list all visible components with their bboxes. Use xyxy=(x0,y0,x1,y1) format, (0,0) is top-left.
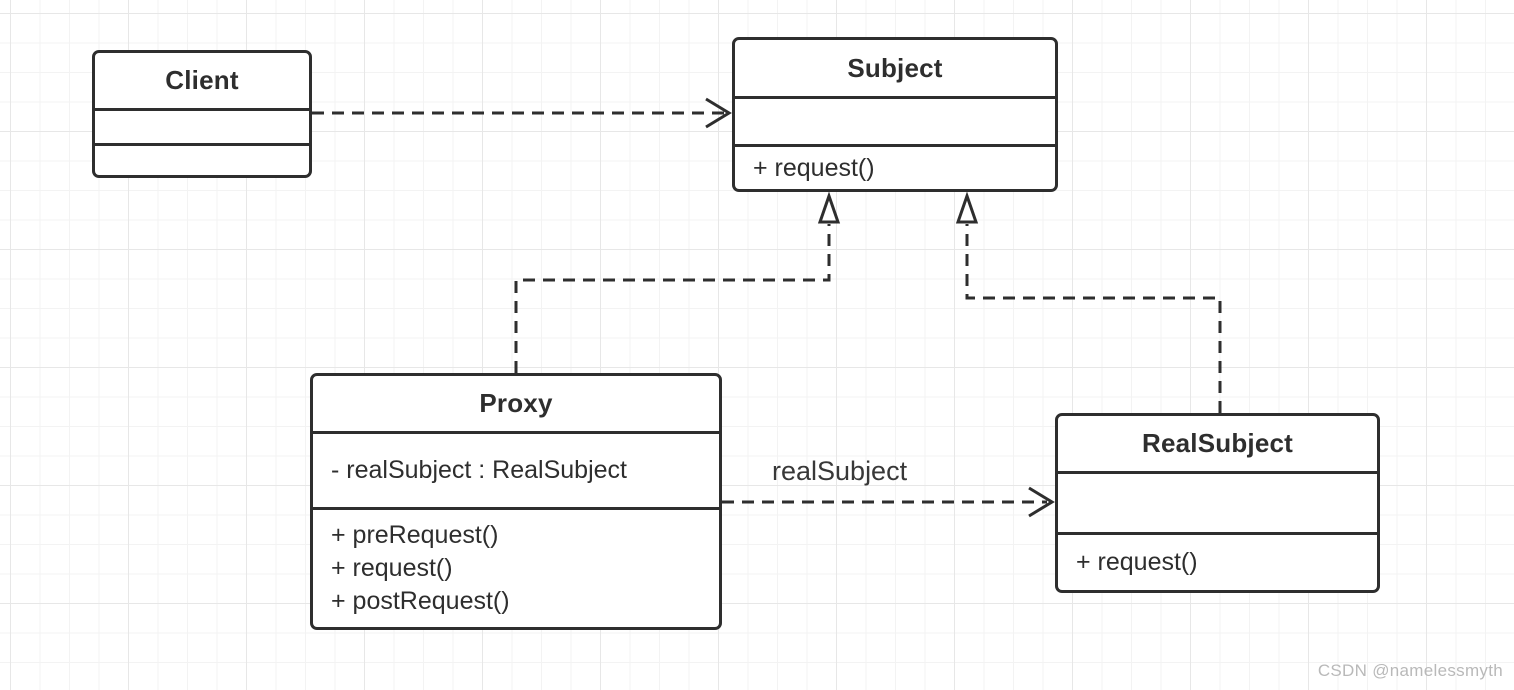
method-item: + request() xyxy=(1076,548,1198,576)
method-item: + request() xyxy=(331,554,453,582)
class-subject-methods: + request() xyxy=(735,144,1055,189)
method-item: + request() xyxy=(753,153,875,182)
dependency-arrowhead-icon xyxy=(1028,486,1055,518)
edge-label-realsubject: realSubject xyxy=(772,456,908,486)
class-client-name: Client xyxy=(165,65,239,95)
class-realsubject-methods: + request() xyxy=(1058,532,1377,590)
class-realsubject-attributes xyxy=(1058,471,1377,532)
class-proxy-methods: + preRequest() + request() + postRequest… xyxy=(313,507,719,627)
class-subject-name: Subject xyxy=(847,52,943,83)
class-subject-attributes xyxy=(735,96,1055,144)
class-proxy-name: Proxy xyxy=(479,388,553,418)
watermark: CSDN @namelessmyth xyxy=(1317,661,1503,680)
dependency-arrowhead-icon xyxy=(705,97,732,129)
class-client: Client xyxy=(92,50,312,178)
attribute-item: - realSubject : RealSubject xyxy=(331,456,627,484)
class-client-attributes xyxy=(95,108,309,143)
class-realsubject-name: RealSubject xyxy=(1141,428,1294,458)
class-client-methods xyxy=(95,143,309,175)
class-proxy-attributes: - realSubject : RealSubject xyxy=(313,431,719,507)
method-item: + preRequest() xyxy=(331,521,499,549)
edge-realsubject-to-subject xyxy=(965,224,1222,413)
edge-proxy-to-subject xyxy=(514,224,831,373)
class-realsubject: RealSubject + request() xyxy=(1055,413,1380,593)
realization-triangle-icon xyxy=(955,191,979,224)
class-proxy: Proxy - realSubject : RealSubject + preR… xyxy=(310,373,722,630)
method-item: + postRequest() xyxy=(331,587,510,615)
realization-triangle-icon xyxy=(817,191,841,224)
class-subject: Subject + request() xyxy=(732,37,1058,192)
